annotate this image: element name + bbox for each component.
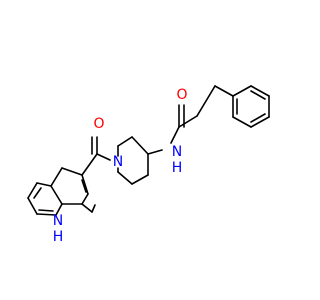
bond [36,213,57,216]
bond [178,115,198,128]
bond [61,167,83,176]
piperidine-ring [96,136,163,185]
indole-carbonyl [81,136,98,176]
bond [81,203,93,213]
bond [250,85,270,97]
indole-hydrogen-label: H [53,229,64,245]
molecule-structure: O N H N O N H [27,85,270,245]
bond [170,126,180,144]
indole-nitrogen-label: N [53,213,63,229]
bond [96,153,111,161]
bond [117,136,133,147]
bond [131,136,149,155]
bond [36,182,52,187]
bond [27,197,38,215]
bond [91,204,96,213]
phenyl-ring [232,85,270,128]
bond [27,182,38,199]
bond [81,174,89,195]
propanamide-chain [170,85,234,144]
amide-hydrogen-label: H [172,160,183,176]
bond [55,203,63,216]
molecule-canvas: O N H N O N H [27,85,270,245]
bond [81,193,89,205]
bond-inner [81,179,87,193]
bond [196,85,216,117]
bond-inner [38,209,54,212]
bond [117,171,133,185]
bond [232,116,252,128]
bond-inner [250,113,266,123]
piperidine-nitrogen-label: N [113,154,123,170]
bond [250,116,270,128]
bond [81,153,98,176]
bond [232,85,252,97]
carbonyl-oxygen-label: O [176,87,187,103]
indole-ring [27,167,96,216]
carbonyl-oxygen-left-label: O [93,116,104,132]
bond [50,185,63,205]
bond-inner [33,187,42,199]
bond [214,85,234,97]
bond [131,174,149,185]
bond [50,167,63,187]
bond-inner [250,90,266,100]
amide-nitrogen-label: N [172,144,182,160]
bond [147,149,163,155]
